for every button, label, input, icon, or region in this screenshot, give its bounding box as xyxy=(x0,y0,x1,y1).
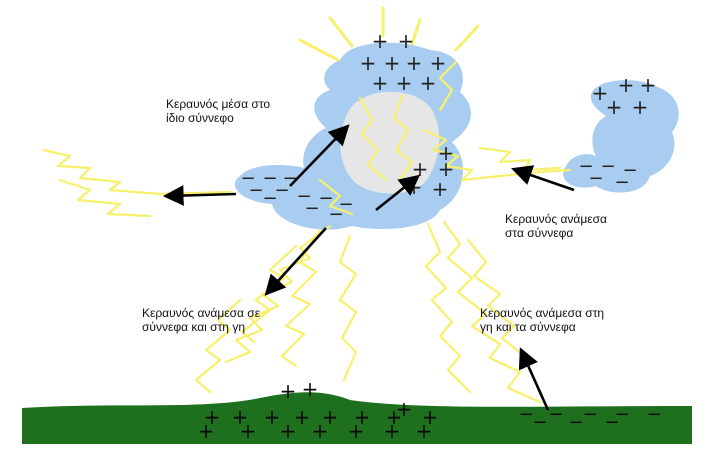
plus-charge-5: + xyxy=(430,51,447,75)
minus-charge-1: − xyxy=(262,168,277,189)
plus-charge-1: + xyxy=(398,29,415,53)
minus-charge-18: − xyxy=(582,404,597,425)
plus-charge-24: + xyxy=(354,405,371,429)
minus-charge-16: − xyxy=(518,404,533,425)
label-cloud-to-ground: Κεραυνός ανάμεσα σε σύννεφα και στη γη xyxy=(142,306,261,334)
label-intra-cloud: Κεραυνός μέσα στο ίδιο σύννεφο xyxy=(166,97,271,125)
plus-charge-27: + xyxy=(240,419,257,443)
minus-charge-12: − xyxy=(600,156,615,177)
plus-charge-19: + xyxy=(204,405,221,429)
plus-charge-2: + xyxy=(360,51,377,75)
negative-charges: −−−−−−−−−−−−−−−−−−−−−−−− xyxy=(240,156,661,433)
main-cloud-core xyxy=(340,91,440,194)
plus-charge-21: + xyxy=(264,405,281,429)
plus-charge-8: + xyxy=(420,71,437,95)
minus-charge-6: − xyxy=(318,188,333,209)
plus-charge-23: + xyxy=(322,405,339,429)
plus-charge-14: + xyxy=(592,81,609,105)
plus-charge-3: + xyxy=(384,51,401,75)
lightning-bolts xyxy=(42,60,572,404)
arrow-cloud-to-ground xyxy=(264,227,327,296)
minus-charge-5: − xyxy=(296,186,311,207)
minus-charge-20: − xyxy=(646,404,661,425)
plus-charge-13: + xyxy=(432,177,449,201)
plus-charge-4: + xyxy=(406,51,423,75)
plus-charge-7: + xyxy=(396,71,413,95)
plus-charge-18: + xyxy=(632,95,649,119)
glow-rays xyxy=(298,6,480,62)
minus-charge-0: − xyxy=(240,168,255,189)
plus-charge-34: + xyxy=(302,377,319,401)
plus-charge-11: + xyxy=(438,157,455,181)
minus-charge-11: − xyxy=(578,156,593,177)
plus-charge-33: + xyxy=(280,379,297,403)
arrow-intra-cloud-2 xyxy=(375,174,421,212)
minus-charge-4: − xyxy=(274,180,289,201)
plus-charge-6: + xyxy=(372,71,389,95)
plus-charge-20: + xyxy=(232,405,249,429)
plus-charge-17: + xyxy=(606,95,623,119)
minus-charge-10: − xyxy=(328,204,343,225)
arrows xyxy=(162,124,575,411)
plus-charge-0: + xyxy=(372,29,389,53)
minus-charge-7: − xyxy=(338,194,353,215)
plus-charge-9: + xyxy=(438,141,455,165)
side-cloud xyxy=(563,80,679,193)
minus-charge-9: − xyxy=(304,198,319,219)
plus-charge-22: + xyxy=(294,405,311,429)
plus-charge-29: + xyxy=(312,419,329,443)
arrow-left xyxy=(162,185,237,206)
arrow-ground-to-cloud xyxy=(518,347,550,411)
arrow-cloud-to-cloud xyxy=(511,165,575,192)
plus-charge-16: + xyxy=(640,73,657,97)
plus-charge-26: + xyxy=(198,419,215,443)
label-ground-to-cloud: Κεραυνός ανάμεσα στη γη και τα σύννεφα xyxy=(480,306,605,334)
plus-charge-32: + xyxy=(416,419,433,443)
minus-charge-13: − xyxy=(622,160,637,181)
plus-charge-36: + xyxy=(422,405,439,429)
minus-charge-17: − xyxy=(548,404,563,425)
minus-charge-22: − xyxy=(568,412,583,433)
minus-charge-3: − xyxy=(248,180,263,201)
minus-charge-23: − xyxy=(604,412,619,433)
arrow-intra-cloud xyxy=(289,124,350,187)
minus-charge-19: − xyxy=(614,404,629,425)
plus-charge-31: + xyxy=(384,419,401,443)
minus-charge-21: − xyxy=(532,412,547,433)
minus-charge-15: − xyxy=(614,172,629,193)
minus-charge-8: − xyxy=(262,188,277,209)
ground-hill xyxy=(22,392,692,444)
minus-charge-14: − xyxy=(588,168,603,189)
plus-charge-28: + xyxy=(280,419,297,443)
label-cloud-to-cloud: Κεραυνός ανάμεσα στα σύννεφα xyxy=(505,212,607,240)
plus-charge-15: + xyxy=(618,73,635,97)
plus-charge-30: + xyxy=(348,419,365,443)
plus-charge-25: + xyxy=(386,405,403,429)
plus-charge-35: + xyxy=(396,397,413,421)
